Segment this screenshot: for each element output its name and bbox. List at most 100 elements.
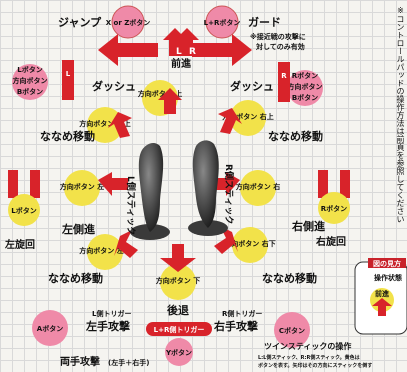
rotate-left-bar-l [8, 170, 18, 198]
guard-note-2: 対してのみ有効 [255, 42, 305, 51]
back-label: 後退 [167, 303, 189, 317]
rotate-left-button-circle [8, 194, 40, 226]
dir-ul-circle [87, 107, 123, 143]
legend-desc-2: ボタンを表す。矢印はその方向にスティックを倒す [258, 362, 372, 369]
legend-title: 図の見方 [373, 259, 401, 268]
dir-dr-group: 方向ボタン 右下 [214, 226, 276, 263]
dir-right-label: 方向ボタン 右 [236, 182, 280, 191]
dir-down-circle [160, 264, 196, 300]
dir-dl-arrow [114, 230, 138, 258]
diag-ur-label: ななめ移動 [268, 129, 323, 143]
forward-letter-l: L [176, 47, 182, 57]
forward-label: 前進 [171, 57, 192, 70]
l-trigger-label: L側トリガー [92, 309, 131, 318]
right-attack-label: 右手攻撃 [213, 319, 258, 333]
legend-desc-1: L:L側スティック、R:R側スティック。黄色は [258, 354, 360, 361]
dir-dr-arrow [214, 226, 238, 254]
left-attack-group: Aボタン L側トリガー 左手攻撃 [32, 309, 131, 346]
rotate-right-button-label: Rボタン [321, 204, 347, 213]
dir-down-label: 方向ボタン 下 [156, 276, 200, 285]
c-button-label: Cボタン [279, 326, 305, 335]
forward-arrow-r [175, 28, 199, 56]
dir-ul-label: 方向ボタン 左上 [79, 119, 130, 128]
left-stick: L側スティック [125, 143, 170, 240]
right-stick-grip [192, 140, 219, 228]
dir-dl-circle [87, 234, 123, 270]
jump-group: ジャンプ X or Zボタン [58, 5, 151, 39]
guard-button-label: L+Rボタン [204, 18, 241, 27]
dir-down-group: 方向ボタン 下 [156, 244, 200, 300]
dir-ur-arrow [218, 108, 242, 134]
guard-button-circle [205, 5, 239, 39]
y-button-label: Yボタン [165, 348, 192, 357]
y-button-circle [165, 338, 193, 366]
rotate-right-group: Rボタン [318, 170, 350, 224]
dir-down-arrow [160, 244, 196, 272]
guard-label: ガード [248, 15, 281, 29]
left-attack-label: 左手攻撃 [85, 319, 130, 333]
dir-dl-group: 方向ボタン 左下 [79, 230, 138, 270]
dir-up-arrow [158, 88, 182, 114]
jump-label: ジャンプ [58, 15, 102, 29]
right-dash-letter: R [281, 72, 287, 80]
dir-dl-label: 方向ボタン 左下 [79, 246, 130, 255]
dir-right-circle [240, 170, 276, 206]
left-dash-button-1: Lボタン [17, 65, 42, 74]
r-trigger-label: R側トリガー [222, 309, 262, 318]
rotate-right-label: 右旋回 [315, 235, 346, 248]
jump-button-circle [111, 5, 145, 39]
dir-up-group: 方向ボタン 上 [138, 80, 182, 116]
legend: 図の見方 操作状態 前進 ツインスティックの操作 L:L側スティック、R:R側ス… [258, 258, 407, 369]
dir-left-label: 方向ボタン 左 [60, 182, 104, 191]
dir-ur-group: 方向ボタン 右上 [218, 100, 274, 136]
legend-sample-label: 前進 [375, 289, 389, 298]
guard-group: L+Rボタン ガード ※接近戦の攻撃に 対してのみ有効 [204, 5, 306, 51]
left-dash-letter: L [66, 70, 71, 78]
legend-subtitle: 操作状態 [374, 273, 402, 282]
left-dash-button-2: 方向ボタン [13, 76, 48, 85]
rotate-left-bar-r [30, 170, 40, 198]
dir-left-group: 方向ボタン 左 [60, 170, 128, 206]
right-stick: R側スティック [188, 140, 235, 236]
right-side-label: 右側進 [291, 219, 326, 233]
right-stick-label: R側スティック [223, 164, 235, 224]
dir-dr-label: 方向ボタン 右下 [224, 239, 275, 248]
left-side-label: 左側進 [61, 222, 96, 236]
forward-letter-r: R [189, 47, 196, 57]
rotate-left-label: 左旋回 [4, 238, 35, 251]
diag-dr-label: ななめ移動 [262, 271, 317, 285]
jump-arrow-left [98, 34, 158, 66]
right-dash-group: Rボタン 方向ボタン Bボタン R ダッシュ [230, 62, 323, 106]
dir-ur-circle [230, 100, 266, 136]
legend-heading: ツインスティックの操作 [264, 341, 351, 351]
left-dash-bar [62, 60, 74, 100]
guard-note-1: ※接近戦の攻撃に [250, 32, 306, 41]
right-dash-button-3: Bボタン [292, 93, 318, 102]
dir-ul-group: 方向ボタン 左上 [79, 107, 132, 143]
forward-arrows: L R [163, 28, 199, 57]
dir-up-label: 方向ボタン 上 [138, 89, 182, 98]
rotate-left-button-label: Lボタン [11, 206, 36, 215]
both-attack-sub: (左手＋右手) [108, 358, 149, 367]
legend-sample-arrow [372, 298, 392, 316]
right-dash-button-2: 方向ボタン [288, 82, 323, 91]
left-dash-button-circle [12, 64, 48, 100]
a-button-circle [32, 310, 68, 346]
dir-ur-label: 方向ボタン 右上 [222, 112, 273, 121]
legend-title-bar [368, 258, 406, 268]
right-attack-group: Cボタン R側トリガー 右手攻撃 [213, 309, 310, 348]
rotate-left-group: Lボタン [8, 170, 40, 226]
dir-dr-circle [232, 227, 268, 263]
dir-left-arrow [98, 172, 128, 196]
right-dash-label: ダッシュ [230, 79, 274, 93]
left-stick-grip [138, 143, 164, 232]
side-note: ※コントロールパッドの操作方法は前頁を参照してください [396, 6, 405, 223]
jump-button-label: X or Zボタン [106, 18, 151, 27]
dir-right-group: 方向ボタン 右 [210, 170, 280, 206]
lr-trigger-pill [146, 322, 212, 336]
left-dash-button-3: Bボタン [17, 87, 43, 96]
diag-ul-label: ななめ移動 [40, 129, 95, 143]
c-button-circle [274, 312, 310, 348]
rotate-right-bar-r [340, 170, 350, 198]
